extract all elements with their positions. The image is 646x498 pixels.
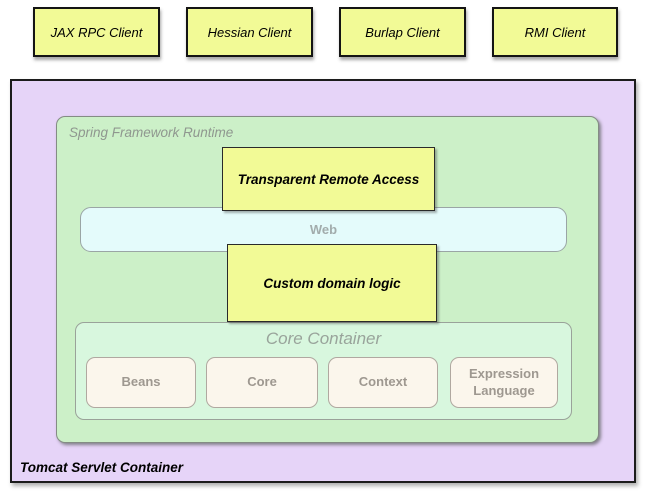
client-label: JAX RPC Client — [50, 24, 143, 40]
module-box-core: Core — [206, 357, 318, 408]
spring-runtime-label: Spring Framework Runtime — [69, 125, 234, 140]
web-layer-label: Web — [309, 222, 338, 237]
module-label: Context — [358, 374, 408, 390]
module-box-context: Context — [328, 357, 438, 408]
tomcat-container-label: Tomcat Servlet Container — [20, 460, 184, 475]
spring-framework-runtime: Spring Framework Runtime Web Transparent… — [56, 116, 599, 443]
tomcat-servlet-container: Spring Framework Runtime Web Transparent… — [10, 79, 636, 483]
module-label: Beans — [121, 374, 161, 390]
module-box-expression-language: Expression Language — [450, 357, 558, 408]
client-box-rmi: RMI Client — [492, 7, 618, 57]
core-container: Core Container Beans Core Context Expres… — [75, 322, 572, 420]
client-label: Burlap Client — [365, 24, 440, 40]
module-label: Expression Language — [468, 366, 540, 398]
module-label: Core — [247, 374, 277, 390]
core-container-title: Core Container — [265, 329, 382, 348]
client-label: Hessian Client — [207, 24, 292, 40]
client-label: RMI Client — [524, 24, 586, 40]
custom-domain-logic-box: Custom domain logic — [227, 244, 437, 322]
transparent-remote-access-box: Transparent Remote Access — [222, 147, 435, 211]
client-box-hessian: Hessian Client — [186, 7, 313, 57]
custom-domain-logic-label: Custom domain logic — [263, 275, 401, 291]
client-box-burlap: Burlap Client — [339, 7, 466, 57]
client-box-jax-rpc: JAX RPC Client — [33, 7, 160, 57]
module-box-beans: Beans — [86, 357, 196, 408]
transparent-remote-access-label: Transparent Remote Access — [237, 171, 420, 187]
